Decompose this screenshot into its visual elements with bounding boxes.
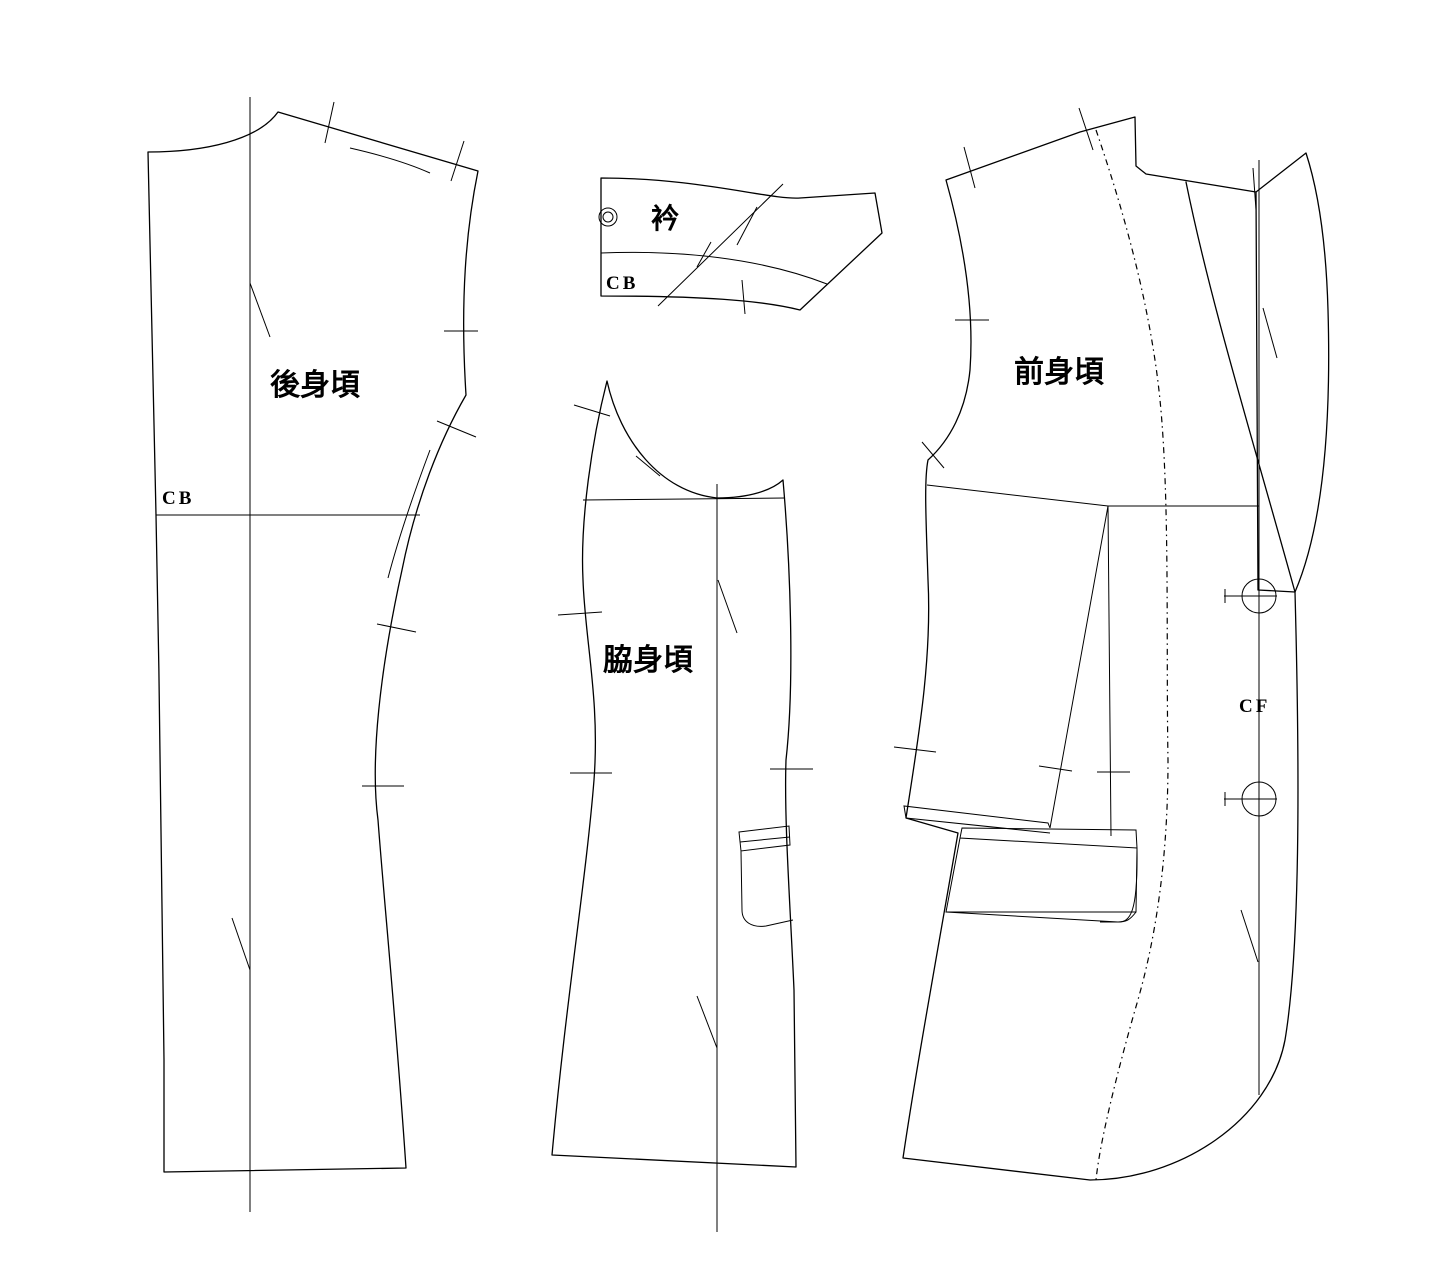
front-facing-line: [1095, 129, 1169, 1181]
front-lapel-outline: [1185, 152, 1330, 593]
back-notch: [436, 420, 477, 438]
back-notch: [324, 101, 335, 144]
front-waistline: [926, 484, 1259, 507]
side-bodice-label: 脇身頃: [603, 643, 693, 678]
collar-piece: 衿 CB: [598, 177, 883, 315]
front-notch: [963, 146, 976, 189]
side-pocket-welt: [739, 836, 791, 843]
side-bodice-outline: [551, 380, 797, 1168]
front-pocket-flap-edge: [945, 847, 1138, 923]
side-notch: [635, 455, 661, 477]
collar-grainline: [657, 183, 784, 307]
side-notch: [573, 404, 611, 417]
front-bodice-label: 前身頃: [1014, 355, 1104, 390]
back-notch: [231, 917, 251, 971]
front-pocket-flap: [945, 827, 1138, 923]
collar-notch: [696, 241, 712, 268]
back-bodice-label: 後身頃: [270, 368, 360, 403]
front-bodice-outline: [902, 116, 1299, 1181]
collar-stand-line: [600, 251, 828, 285]
side-pocket: [738, 825, 794, 927]
front-notch: [1262, 307, 1278, 359]
side-notch: [717, 579, 738, 634]
front-notch: [893, 746, 937, 753]
front-hem-dart-line: [903, 805, 1051, 829]
collar-cb-circle-inner: [602, 211, 614, 223]
back-bodice-piece: 後身頃 CB: [147, 97, 479, 1212]
collar-outline: [600, 177, 883, 311]
front-notch: [1038, 765, 1073, 772]
front-notch: [1252, 167, 1257, 211]
button-marker: [1224, 578, 1277, 614]
side-notch: [696, 995, 718, 1049]
side-waistline: [582, 497, 786, 501]
back-cb-label: CB: [162, 488, 194, 509]
button-marker: [1224, 781, 1277, 817]
side-notch: [557, 611, 603, 616]
collar-notch: [741, 279, 746, 315]
front-notch: [921, 441, 945, 469]
back-bodice-outline: [147, 111, 479, 1173]
side-bodice-piece: 脇身頃: [551, 380, 813, 1232]
collar-cb-label: CB: [606, 273, 638, 294]
front-cf-label: CF: [1239, 696, 1270, 717]
back-notch: [376, 623, 417, 633]
collar-label: 衿: [651, 202, 679, 235]
front-notch: [1240, 909, 1259, 963]
front-notch: [1078, 107, 1094, 151]
back-side-dart: [387, 449, 431, 579]
back-shoulder-dart: [349, 147, 431, 174]
collar-notch: [736, 206, 758, 246]
front-dart-base: [905, 817, 1051, 834]
back-notch: [249, 282, 271, 338]
collar-cb-circle: [598, 207, 618, 227]
front-dart: [1049, 505, 1112, 837]
front-bodice-piece: 前身頃 CF: [893, 107, 1330, 1181]
back-notch: [450, 140, 465, 182]
